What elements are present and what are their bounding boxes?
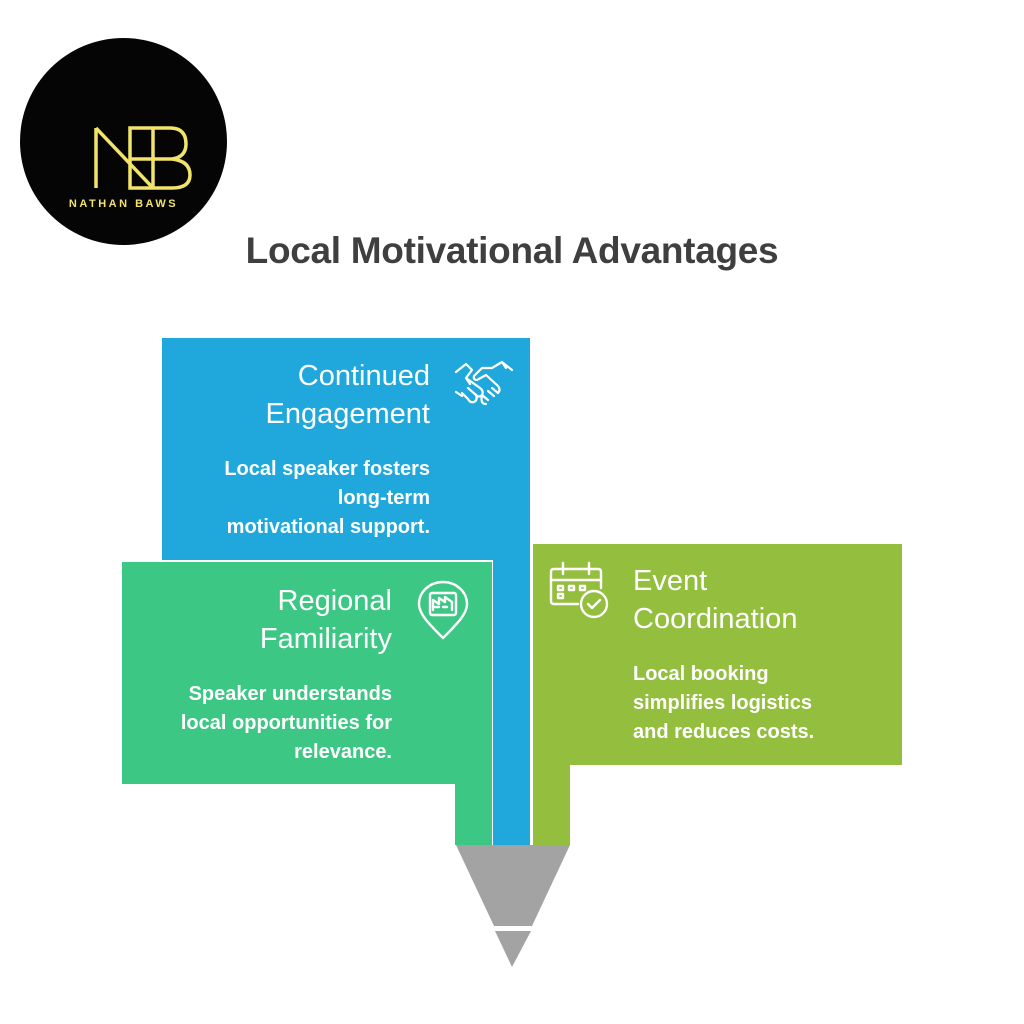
event-coordination-heading: Event Coordination (633, 565, 798, 635)
continued-engagement-stem (493, 540, 530, 845)
event-coordination-description: Local booking simplifies logistics and r… (633, 663, 815, 743)
brand-logo: NATHAN BAWS (20, 38, 227, 245)
continued-engagement-description: Local speaker fosters long-term motivati… (224, 458, 430, 538)
nb-monogram-icon (94, 126, 192, 190)
calendar-check-icon (549, 561, 609, 619)
regional-familiarity-heading: Regional Familiarity (259, 585, 392, 655)
map-location-pin-icon (417, 580, 469, 640)
logo-name: NATHAN BAWS (68, 198, 179, 210)
regional-familiarity-description: Speaker understands local opportunities … (180, 683, 392, 763)
handshake-icon (454, 360, 514, 406)
continued-engagement-heading: Continued Engagement (265, 360, 430, 430)
event-coordination-stem (533, 760, 570, 845)
page-title: Local Motivational Advantages (245, 230, 779, 271)
regional-familiarity-stem (455, 780, 492, 845)
funnel-tip (456, 845, 570, 967)
